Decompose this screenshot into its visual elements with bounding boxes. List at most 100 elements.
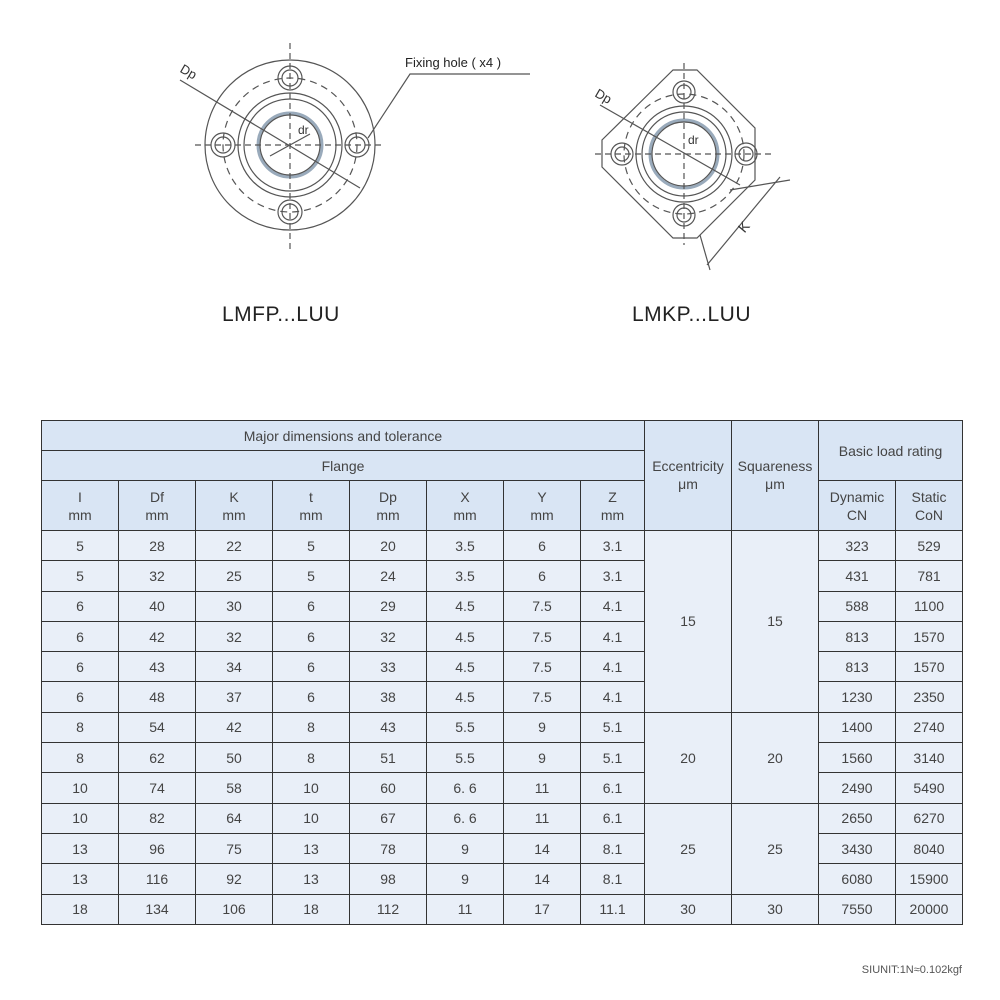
cell: 40 <box>118 590 196 622</box>
cell: 14 <box>503 832 581 865</box>
cell: 4.1 <box>580 681 645 713</box>
dynamic-load-value: 813 <box>818 620 896 653</box>
cell: 3.1 <box>580 560 645 592</box>
cell: 7.5 <box>503 620 581 653</box>
cell: 74 <box>118 772 196 804</box>
cell: 8 <box>41 742 119 774</box>
cell: 43 <box>118 651 196 683</box>
cell: 6. 6 <box>426 802 504 834</box>
cell: 3.5 <box>426 529 504 562</box>
svg-text:dr: dr <box>688 133 699 147</box>
round-flange-diagram: Dp dr Fixing hole ( x4 ) <box>178 43 530 250</box>
static-load-value: 529 <box>895 529 963 562</box>
eccentricity-value: 20 <box>644 711 732 804</box>
cell: 38 <box>349 681 427 713</box>
cell: 11 <box>426 893 504 925</box>
cell: 37 <box>195 681 273 713</box>
cell: 11.1 <box>580 893 645 925</box>
cell: 6.1 <box>580 772 645 804</box>
cell: 8 <box>272 742 350 774</box>
cell: 5.5 <box>426 711 504 744</box>
eccentricity-value: 30 <box>644 893 732 925</box>
cell: 8.1 <box>580 863 645 895</box>
eccentricity-value: 25 <box>644 802 732 895</box>
fixing-hole-callout: Fixing hole ( x4 ) <box>405 55 501 70</box>
cell: 32 <box>118 560 196 592</box>
cell: 6 <box>503 560 581 592</box>
dimensions-table: Major dimensions and tolerance Eccentric… <box>41 420 963 925</box>
cell: 28 <box>118 529 196 562</box>
cell: 4.5 <box>426 620 504 653</box>
dynamic-load-value: 1230 <box>818 681 896 713</box>
cell: 92 <box>195 863 273 895</box>
cell: 64 <box>195 802 273 834</box>
cell: 6 <box>272 620 350 653</box>
static-load-value: 2740 <box>895 711 963 744</box>
cell: 6. 6 <box>426 772 504 804</box>
cell: 60 <box>349 772 427 804</box>
cell: 78 <box>349 832 427 865</box>
cell: 9 <box>426 863 504 895</box>
dynamic-load-value: 3430 <box>818 832 896 865</box>
cell: 9 <box>503 742 581 774</box>
cell: 32 <box>195 620 273 653</box>
cell: 5.5 <box>426 742 504 774</box>
static-load-value: 1570 <box>895 620 963 653</box>
cell: 98 <box>349 863 427 895</box>
svg-text:dr: dr <box>298 123 309 137</box>
cell: 6 <box>41 651 119 683</box>
static-load-value: 5490 <box>895 772 963 804</box>
cell: 6 <box>41 681 119 713</box>
cell: 75 <box>195 832 273 865</box>
cell: 8 <box>272 711 350 744</box>
cell: 5.1 <box>580 742 645 774</box>
cell: 134 <box>118 893 196 925</box>
cell: 17 <box>503 893 581 925</box>
cell: 7.5 <box>503 681 581 713</box>
static-load-value: 1570 <box>895 651 963 683</box>
cell: 30 <box>195 590 273 622</box>
cell: 4.5 <box>426 590 504 622</box>
cell: 6.1 <box>580 802 645 834</box>
cell: 116 <box>118 863 196 895</box>
cell: 13 <box>41 863 119 895</box>
cell: 20 <box>349 529 427 562</box>
dynamic-load-value: 2490 <box>818 772 896 804</box>
svg-text:Dp: Dp <box>592 86 614 107</box>
square-flange-diagram: Dp dr K <box>592 63 791 271</box>
cell: 10 <box>41 802 119 834</box>
cell: 6 <box>503 529 581 562</box>
cell: 13 <box>272 832 350 865</box>
cell: 58 <box>195 772 273 804</box>
cell: 6 <box>272 681 350 713</box>
cell: 62 <box>118 742 196 774</box>
static-load-value: 6270 <box>895 802 963 834</box>
cell: 25 <box>195 560 273 592</box>
cell: 5.1 <box>580 711 645 744</box>
squareness-value: 30 <box>731 893 819 925</box>
cell: 42 <box>118 620 196 653</box>
cell: 13 <box>272 863 350 895</box>
cell: 24 <box>349 560 427 592</box>
squareness-value: 20 <box>731 711 819 804</box>
cell: 4.1 <box>580 651 645 683</box>
static-load-value: 2350 <box>895 681 963 713</box>
static-load-value: 15900 <box>895 863 963 895</box>
figure-label-lmfp: LMFP...LUU <box>222 303 340 326</box>
cell: 14 <box>503 863 581 895</box>
cell: 18 <box>272 893 350 925</box>
dynamic-load-value: 1400 <box>818 711 896 744</box>
cell: 4.1 <box>580 620 645 653</box>
dynamic-load-value: 6080 <box>818 863 896 895</box>
cell: 13 <box>41 832 119 865</box>
